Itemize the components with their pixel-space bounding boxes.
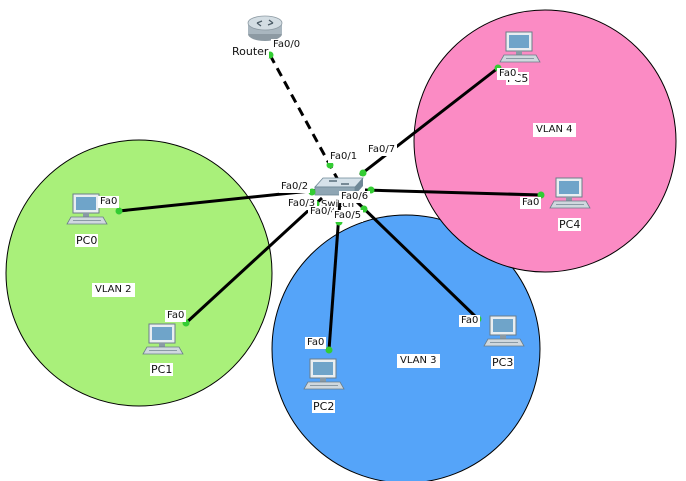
port-label-switch-fa0-5: Fa0/5 [332, 210, 364, 222]
port-label-pc0-fa0: Fa0 [98, 196, 120, 208]
link-router-switch[interactable] [268, 54, 340, 181]
port-label-pc3-fa0: Fa0 [459, 315, 481, 327]
pc4-name: PC4 [558, 218, 582, 231]
link-pc1-switch[interactable] [184, 196, 324, 325]
vlan3-zone [271, 214, 541, 481]
port-label-switch-fa0-6: Fa0/6 [339, 191, 371, 203]
pc2-icon[interactable] [303, 358, 345, 390]
vlan2-zone [5, 139, 273, 407]
link-pc3-switch[interactable] [353, 198, 480, 321]
router-icon[interactable] [247, 15, 283, 41]
port-label-switch-fa0-2: Fa0/2 [279, 181, 311, 193]
port-dot-switch-fa0-7 [359, 169, 367, 177]
port-dot-pc4-fa0 [537, 191, 545, 199]
pc3-icon[interactable] [483, 315, 525, 347]
pc0-icon[interactable] [66, 193, 108, 225]
port-dot-pc2-fa0 [325, 346, 333, 354]
pc0-name: PC0 [75, 234, 99, 247]
pc2-name: PC2 [312, 400, 336, 413]
port-label-pc4-fa0: Fa0 [520, 197, 542, 209]
pc5-icon[interactable] [499, 31, 541, 63]
port-label-switch-fa0-4: Fa0/4 [308, 206, 334, 218]
port-label-pc1-fa0: Fa0 [165, 310, 187, 322]
port-dot-pc0-fa0 [115, 207, 123, 215]
switch-name: Switch [321, 199, 355, 210]
router-name: Router [231, 45, 270, 58]
port-label-switch-fa0-7: Fa0/7 [366, 144, 398, 156]
port-dot-switch-fa0-1 [326, 161, 334, 169]
link-pc0-switch[interactable] [118, 188, 321, 213]
link-pc4-switch[interactable] [364, 188, 542, 197]
port-dot-switch-fa0-2 [308, 188, 316, 196]
vlan2-label: VLAN 2 [92, 283, 135, 297]
vlan4-label: VLAN 4 [533, 123, 576, 137]
port-label-pc2-fa0: Fa0 [305, 337, 327, 349]
port-label-switch-fa0-1: Fa0/1 [328, 151, 360, 163]
pc4-icon[interactable] [549, 177, 591, 209]
pc1-icon[interactable] [142, 323, 184, 355]
link-pc5-switch[interactable] [359, 66, 499, 177]
pc3-name: PC3 [491, 356, 515, 369]
port-label-router-fa0-0: Fa0/0 [271, 39, 303, 51]
vlan4-zone [413, 9, 677, 273]
switch-icon[interactable] [314, 177, 364, 196]
port-label-pc5-fa0: Fa0 [497, 68, 519, 80]
vlan3-label: VLAN 3 [397, 354, 440, 368]
pc1-name: PC1 [150, 363, 174, 376]
